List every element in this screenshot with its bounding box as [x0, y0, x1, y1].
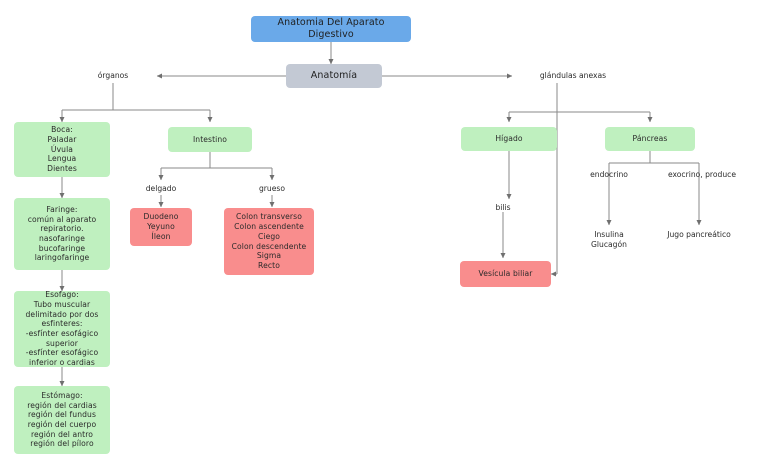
node-intestino-grueso-label: Colon transverso Colon ascendente Ciego …: [231, 212, 307, 270]
node-higado-label: Hígado: [495, 134, 523, 144]
node-anatomia[interactable]: Anatomía: [286, 64, 382, 88]
label-bilis: bilis: [495, 203, 511, 212]
node-intestino-delgado-label: Duodeno Yeyuno Íleon: [143, 212, 179, 241]
label-jugo-pancreatico: Jugo pancreático: [667, 230, 731, 239]
label-endocrino: endocrino: [590, 170, 628, 179]
node-pancreas[interactable]: Páncreas: [605, 127, 695, 151]
node-estomago-label: Estómago: región del cardias región del …: [27, 390, 97, 449]
branch-label-organos: órganos: [97, 71, 129, 80]
node-esofago[interactable]: Esofago: Tubo muscular delimitado por do…: [14, 290, 110, 368]
node-intestino[interactable]: Intestino: [168, 127, 252, 152]
node-faringe[interactable]: Faringe: común al aparato repiratorio. n…: [14, 198, 110, 270]
node-boca-label: Boca: Paladar Úvula Lengua Dientes: [47, 125, 77, 174]
node-intestino-label: Intestino: [192, 134, 228, 144]
node-intestino-grueso[interactable]: Colon transverso Colon ascendente Ciego …: [224, 208, 314, 275]
node-anatomia-label: Anatomía: [310, 69, 358, 81]
label-delgado: delgado: [145, 184, 177, 193]
label-exocrino: exocrino, produce: [667, 170, 737, 179]
node-esofago-label: Esofago: Tubo muscular delimitado por do…: [25, 290, 99, 368]
node-intestino-delgado[interactable]: Duodeno Yeyuno Íleon: [130, 208, 192, 246]
node-pancreas-label: Páncreas: [632, 134, 668, 144]
node-estomago[interactable]: Estómago: región del cardias región del …: [14, 386, 110, 454]
branch-label-glandulas-anexas: glándulas anexas: [539, 71, 607, 80]
node-title[interactable]: Anatomia Del Aparato Digestivo: [251, 16, 411, 42]
node-vesicula-biliar-label: Vesícula biliar: [478, 269, 533, 279]
node-boca[interactable]: Boca: Paladar Úvula Lengua Dientes: [14, 122, 110, 177]
label-insulina-glucagon: Insulina Glucagón: [591, 230, 627, 249]
node-vesicula-biliar[interactable]: Vesícula biliar: [460, 261, 551, 287]
node-title-label: Anatomia Del Aparato Digestivo: [277, 16, 385, 40]
node-faringe-label: Faringe: común al aparato repiratorio. n…: [27, 204, 97, 263]
node-higado[interactable]: Hígado: [461, 127, 557, 151]
label-grueso: grueso: [258, 184, 286, 193]
